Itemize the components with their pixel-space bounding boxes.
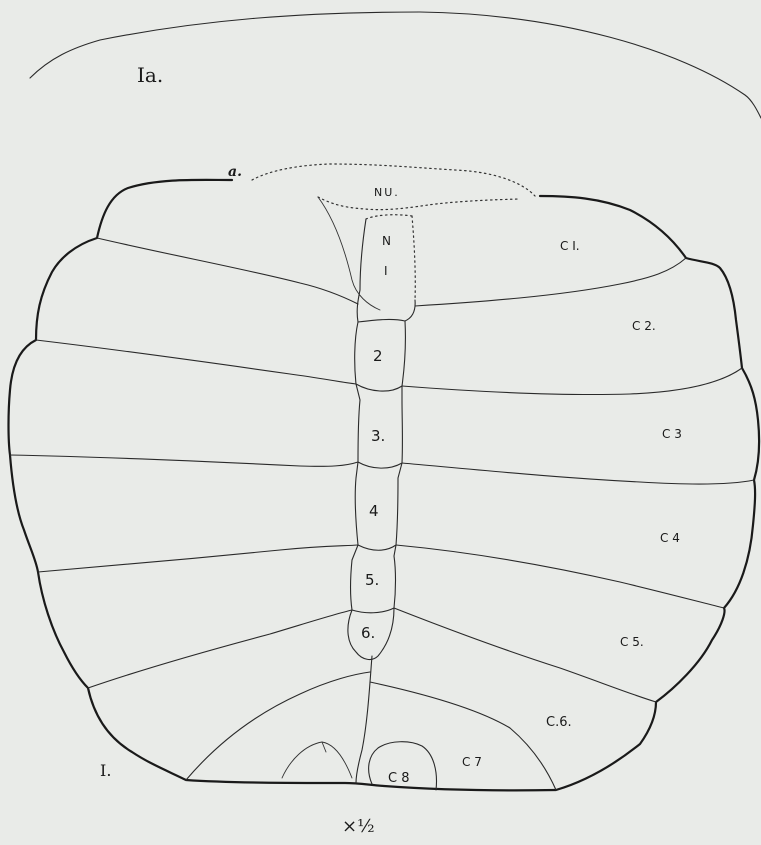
costal-suture-right-2 xyxy=(402,368,742,395)
neural-1-label: I xyxy=(384,264,388,278)
neural-1-right-side xyxy=(412,216,415,300)
figure-1-label: I. xyxy=(100,761,111,780)
neural-3-label: 3. xyxy=(371,427,385,445)
costal-suture-right-5 xyxy=(394,608,656,702)
left-arch-tick xyxy=(322,742,326,752)
costal-7-label: C 7 xyxy=(462,755,482,769)
neural-1-base xyxy=(358,300,415,322)
nuchal-lower-suture xyxy=(318,197,520,210)
nuchal-label: NU. xyxy=(374,186,400,199)
neural-4 xyxy=(355,462,402,550)
costal-suture-left-3 xyxy=(10,455,358,466)
neural-n-label: N xyxy=(382,234,391,248)
scale-label: ×½ xyxy=(342,816,375,837)
costal-suture-right-1 xyxy=(415,258,686,306)
neural-1-crack xyxy=(318,197,380,310)
costal-suture-left-6 xyxy=(186,672,370,780)
costal-1-label: C I. xyxy=(560,239,580,253)
costal-2-label: C 2. xyxy=(632,319,656,333)
posterior-midline xyxy=(356,656,372,783)
costal-suture-right-3 xyxy=(402,463,754,484)
neural-2-label: 2 xyxy=(373,347,383,365)
costal-3-label: C 3 xyxy=(662,427,682,441)
costal-suture-right-4 xyxy=(396,545,724,608)
neural-1-top xyxy=(366,215,412,219)
point-a-label: a. xyxy=(228,164,242,180)
figure-1a-label: Ia. xyxy=(137,63,163,87)
costal-6-label: C.6. xyxy=(546,715,572,730)
costal-5-label: C 5. xyxy=(620,635,644,649)
costal-8-label: C 8 xyxy=(388,771,409,786)
costal-suture-left-5 xyxy=(88,610,352,688)
neural-5-label: 5. xyxy=(365,571,379,589)
left-inner-arch xyxy=(282,742,352,778)
costal-suture-left-2 xyxy=(36,340,356,384)
neural-4-label: 4 xyxy=(369,502,379,520)
neural-6-label: 6. xyxy=(361,624,375,642)
costal-suture-left-1 xyxy=(97,238,358,304)
costal-4-label: C 4 xyxy=(660,531,680,545)
neural-1-left-side xyxy=(357,219,366,322)
costal-suture-left-4 xyxy=(38,545,358,572)
